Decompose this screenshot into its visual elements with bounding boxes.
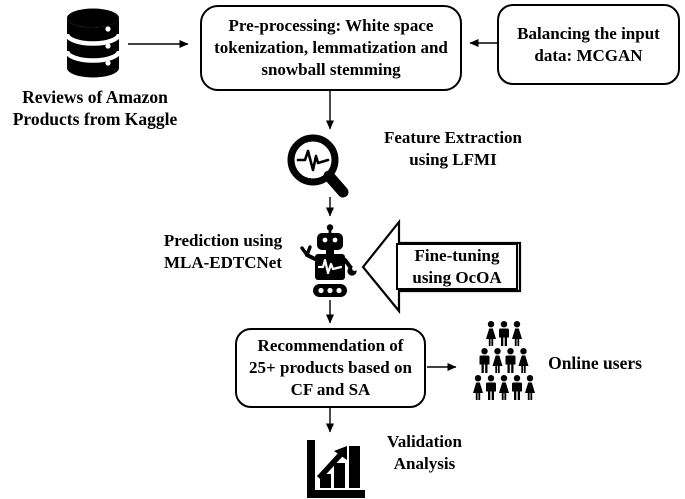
magnifier-pulse-icon [283, 131, 353, 199]
validation-label: Validation Analysis [387, 432, 462, 473]
fine-tuning-label: Fine-tuning using OcOA [412, 245, 502, 287]
feature-extraction-label: Feature Extraction using LFMI [383, 128, 522, 169]
database-icon [66, 8, 120, 78]
balancing-label: Balancing the input data: MCGAN [517, 23, 660, 65]
prediction-label: Prediction using MLA-EDTCNet [163, 231, 283, 272]
fine-tuning-node: Fine-tuning using OcOA [396, 243, 518, 290]
recommendation-node: Recommendation of 25+ products based on … [235, 328, 426, 408]
dataset-label: Reviews of Amazon Products from Kaggle [12, 87, 178, 130]
recommendation-label: Recommendation of 25+ products based on … [249, 336, 412, 399]
bar-chart-icon [303, 438, 367, 499]
online-users-label: Online users [548, 353, 642, 373]
balancing-node: Balancing the input data: MCGAN [497, 4, 680, 85]
crowd-icon [472, 321, 538, 401]
preprocessing-label: Pre-processing: White space tokenization… [214, 16, 448, 79]
robot-icon [296, 224, 362, 300]
preprocessing-node: Pre-processing: White space tokenization… [200, 5, 462, 91]
